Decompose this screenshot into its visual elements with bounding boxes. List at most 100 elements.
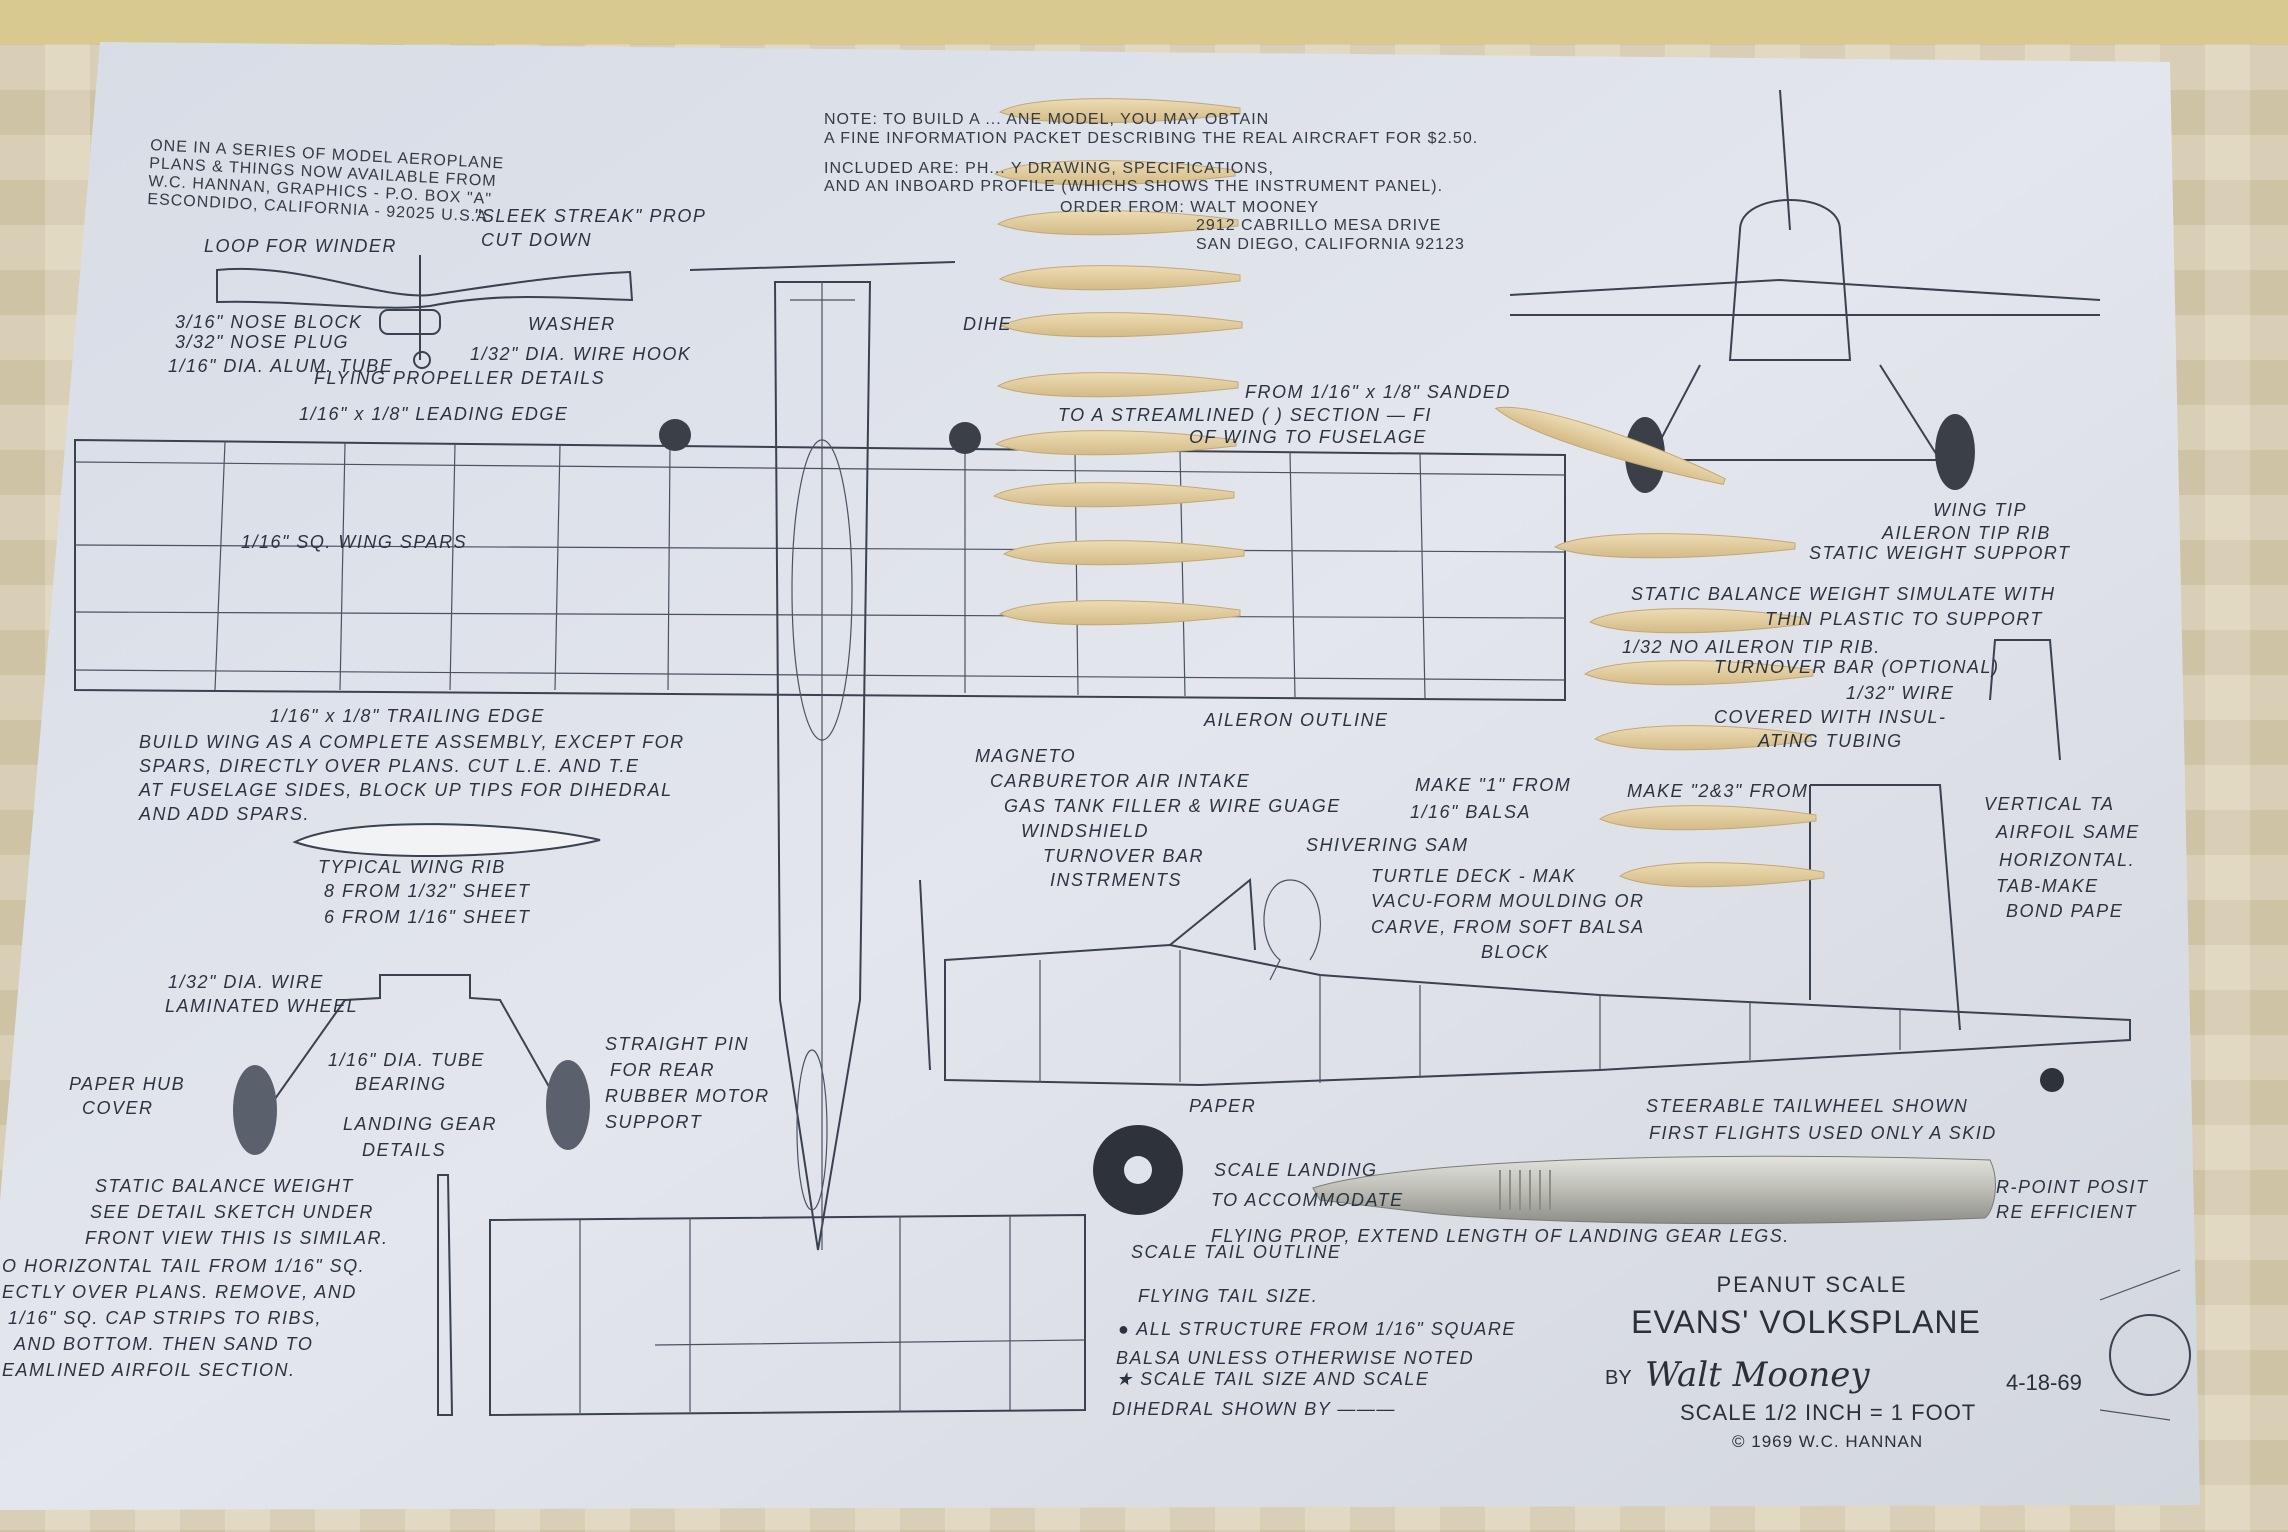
legend-notes: SCALE TAIL OUTLINE FLYING TAIL SIZE. ● A…: [1112, 1242, 1514, 1419]
label: LOOP FOR WINDER: [204, 236, 397, 256]
label: TO A STREAMLINED ( ) SECTION — FI: [1058, 405, 1432, 425]
label: HORIZONTAL.: [1999, 850, 2135, 870]
label: AIRFOIL SAME: [1995, 822, 2140, 842]
label: STATIC WEIGHT SUPPORT: [1809, 543, 2071, 563]
designer-signature: Walt Mooney: [1645, 1355, 1870, 1395]
label: VACU-FORM MOULDING OR: [1371, 891, 1645, 911]
label: 1/32" DIA. WIRE: [168, 972, 324, 992]
label: LAMINATED WHEEL: [165, 996, 358, 1016]
label: TURNOVER BAR (OPTIONAL): [1714, 657, 2000, 677]
label: 6 FROM 1/16" SHEET: [324, 907, 531, 927]
fuselage-top-view: [689, 261, 956, 1251]
label: AND BOTTOM. THEN SAND TO: [13, 1334, 313, 1354]
label: RE EFFICIENT: [1996, 1202, 2138, 1222]
tail-notes: STATIC BALANCE WEIGHT SEE DETAIL SKETCH …: [2, 1176, 389, 1380]
note-line: AND AN INBOARD PROFILE (WHICHS SHOWS THE…: [824, 178, 1443, 195]
propeller-labels: "SLEEK STREAK" PROP CUT DOWN LOOP FOR WI…: [168, 206, 705, 388]
label: STATIC BALANCE WEIGHT SIMULATE WITH: [1631, 584, 2056, 604]
subtitle: PEANUT SCALE: [1716, 1272, 1907, 1297]
copyright: © 1969 W.C. HANNAN: [1732, 1432, 1923, 1451]
label: 1/16" BALSA: [1410, 802, 1531, 822]
typical-rib-cutout: [292, 823, 601, 857]
mascot-stamp: [2099, 1269, 2191, 1421]
label: COVER: [82, 1098, 154, 1118]
label: CARVE, FROM SOFT BALSA: [1371, 917, 1645, 937]
label: 1/32" DIA. WIRE HOOK: [470, 344, 691, 364]
label: AILERON OUTLINE: [1203, 710, 1389, 730]
label: STEERABLE TAILWHEEL SHOWN: [1646, 1096, 1968, 1116]
label: MAKE "1" FROM: [1415, 775, 1571, 795]
label: BALSA UNLESS OTHERWISE NOTED: [1116, 1348, 1474, 1368]
label: CARBURETOR AIR INTAKE: [990, 771, 1250, 791]
label: DIHEDRAL SHOWN BY ———: [1112, 1399, 1396, 1419]
label: THIN PLASTIC TO SUPPORT: [1765, 609, 2043, 629]
label: 8 FROM 1/32" SHEET: [324, 881, 531, 901]
label: WING TIP: [1933, 500, 2027, 520]
label: TAB-MAKE: [1996, 876, 2099, 896]
label: PAPER HUB: [69, 1074, 185, 1094]
label: EAMLINED AIRFOIL SECTION.: [2, 1360, 296, 1380]
label: SEE DETAIL SKETCH UNDER: [90, 1202, 374, 1222]
scalpel: [1312, 1155, 1996, 1225]
label: ★ SCALE TAIL SIZE AND SCALE: [1116, 1369, 1429, 1389]
label: RUBBER MOTOR: [605, 1086, 770, 1106]
label: 1/32 NO AILERON TIP RIB.: [1622, 637, 1881, 657]
label: FOR REAR: [610, 1060, 715, 1080]
landing-gear-labels: 1/32" DIA. WIRE LAMINATED WHEEL PAPER HU…: [69, 972, 770, 1160]
label: AND ADD SPARS.: [138, 804, 310, 824]
label: LANDING GEAR: [343, 1114, 497, 1134]
landing-gear-detail: [233, 974, 590, 1416]
label: 1/16" SQ. WING SPARS: [241, 532, 467, 552]
label: CUT DOWN: [481, 230, 592, 250]
label: BEARING: [355, 1074, 447, 1094]
label: MAKE "2&3" FROM: [1627, 781, 1808, 801]
label: BOND PAPE: [2006, 901, 2123, 921]
label: FRONT VIEW THIS IS SIMILAR.: [85, 1228, 389, 1248]
label: WASHER: [528, 314, 616, 334]
label: SPARS, DIRECTLY OVER PLANS. CUT L.E. AND…: [139, 756, 639, 776]
plan-date: 4-18-69: [2006, 1370, 2082, 1395]
label: TURTLE DECK - MAK: [1371, 866, 1576, 886]
label: FIRST FLIGHTS USED ONLY A SKID: [1649, 1123, 1997, 1143]
label: STATIC BALANCE WEIGHT: [95, 1176, 354, 1196]
note-line: NOTE: TO BUILD A ... ANE MODEL, YOU MAY …: [824, 111, 1269, 128]
label: SCALE LANDING: [1214, 1160, 1378, 1180]
label: VERTICAL TA: [1984, 794, 2115, 814]
fuselage-side-view: [919, 784, 2131, 1215]
label: R-POINT POSIT: [1996, 1177, 2149, 1197]
label: SHIVERING SAM: [1306, 835, 1469, 855]
wing-top-view: [74, 419, 1566, 702]
label: TURNOVER BAR: [1043, 846, 1204, 866]
propeller-drawing: [216, 255, 634, 369]
label: SCALE TAIL OUTLINE: [1131, 1242, 1341, 1262]
label: FROM 1/16" x 1/8" SANDED: [1245, 382, 1511, 402]
label: ATING TUBING: [1757, 731, 1903, 751]
label: WINDSHIELD: [1021, 821, 1149, 841]
by-label: BY: [1605, 1367, 1632, 1389]
label: 3/16" NOSE BLOCK: [175, 312, 362, 332]
plan-scale: SCALE 1/2 INCH = 1 FOOT: [1680, 1400, 1976, 1425]
label: INSTRMENTS: [1050, 870, 1182, 890]
side-view-labels: MAGNETO CARBURETOR AIR INTAKE GAS TANK F…: [975, 746, 2149, 1246]
label: PAPER: [1189, 1096, 1256, 1116]
plan-title: EVANS' VOLKSPLANE: [1631, 1304, 1981, 1340]
note-line: ORDER FROM: WALT MOONEY: [1060, 199, 1319, 216]
note-block: NOTE: TO BUILD A ... ANE MODEL, YOU MAY …: [824, 111, 1478, 253]
wing-labels: 1/16" x 1/8" LEADING EDGE 1/16" SQ. WING…: [138, 314, 1511, 927]
label: STRAIGHT PIN: [605, 1034, 749, 1054]
label: ECTLY OVER PLANS. REMOVE, AND: [2, 1282, 357, 1302]
label: 1/32" WIRE: [1846, 683, 1954, 703]
note-line: A FINE INFORMATION PACKET DESCRIBING THE…: [824, 130, 1478, 147]
plan-sheet: [0, 42, 2200, 1510]
label: DETAILS: [362, 1140, 446, 1160]
label: GAS TANK FILLER & WIRE GUAGE: [1004, 796, 1341, 816]
label: 1/16" DIA. TUBE: [328, 1050, 485, 1070]
label: FLYING PROPELLER DETAILS: [314, 368, 605, 388]
label: AT FUSELAGE SIDES, BLOCK UP TIPS FOR DIH…: [138, 780, 673, 800]
label: FLYING TAIL SIZE.: [1138, 1286, 1318, 1306]
label: SUPPORT: [605, 1112, 703, 1132]
label: BUILD WING AS A COMPLETE ASSEMBLY, EXCEP…: [139, 732, 685, 752]
label: MAGNETO: [975, 746, 1076, 766]
